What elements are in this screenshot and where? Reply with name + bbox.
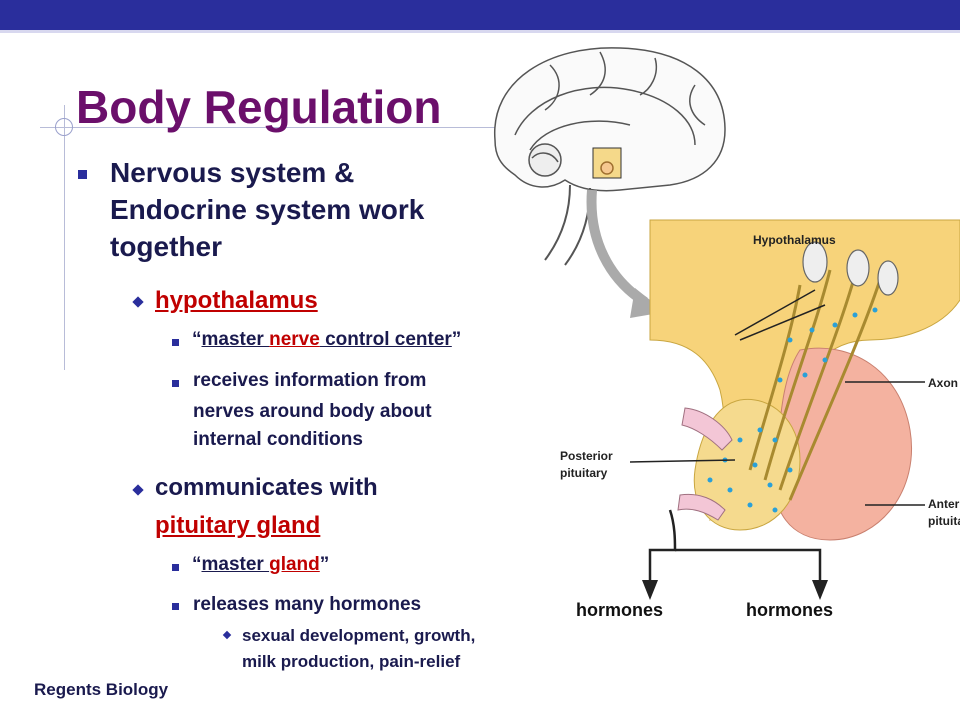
- quote-open: “: [192, 554, 202, 575]
- text-nerve: nerve: [269, 329, 320, 350]
- bullet-small-diamond: [222, 630, 232, 640]
- bullet-nervous-line3: together: [110, 231, 222, 262]
- bullet-releases: releases many hormones: [193, 594, 422, 615]
- neuron-cells: [802, 241, 899, 296]
- bullet-communicates-line1: communicates with: [155, 474, 378, 501]
- text-master: master: [201, 329, 270, 350]
- top-band: [0, 0, 960, 30]
- hormones-right-label: hormones: [746, 600, 834, 620]
- crosshair-decoration: [55, 118, 73, 136]
- quote-open: “: [192, 329, 202, 350]
- bullet-diamond: [132, 296, 144, 308]
- bullet-sexual-line2: milk production, pain-relief: [242, 652, 461, 671]
- bullet-receives-line1: receives information from: [193, 370, 427, 391]
- label-anterior-1: Anterior: [928, 497, 960, 511]
- bullet-receives-line3: internal conditions: [193, 429, 363, 450]
- text-control-center: control center: [319, 329, 452, 350]
- label-axon: Axon: [928, 376, 958, 390]
- label-hypothalamus: Hypothalamus: [753, 233, 836, 247]
- bullet-hypothalamus: hypothalamus: [155, 287, 318, 314]
- bullet-master-gland: “master gland”: [192, 552, 329, 578]
- label-anterior-2: pituitary: [928, 514, 960, 528]
- left-rule: [64, 105, 65, 370]
- bullet-small-square: [172, 380, 179, 387]
- label-leaders: [629, 289, 925, 506]
- footer-label: Regents Biology: [34, 680, 169, 699]
- pituitary-diagram: Hypothalamus Axon Posterior pituitary An…: [494, 47, 960, 600]
- text-gland: gland: [269, 554, 320, 575]
- bullet-nervous-line1: Nervous system &: [110, 157, 355, 188]
- bullet-square: [78, 170, 87, 179]
- hormones-left-label: hormones: [576, 600, 664, 620]
- blood-vessels: [677, 407, 733, 521]
- text-master: master: [201, 554, 270, 575]
- bullet-diamond: [132, 484, 144, 496]
- quote-close: ”: [319, 554, 330, 575]
- title-rule: [40, 127, 500, 128]
- top-band-line: [0, 30, 960, 33]
- bullet-small-square: [172, 339, 179, 346]
- axon-bundle: [748, 269, 882, 501]
- bullet-small-square: [172, 603, 179, 610]
- label-posterior-1: Posterior: [560, 449, 613, 463]
- bullet-sexual-line1: sexual development, growth,: [242, 626, 476, 645]
- bullet-communicates-line2: pituitary gland: [155, 512, 321, 539]
- label-posterior-2: pituitary: [560, 466, 608, 480]
- quote-close: ”: [451, 329, 462, 350]
- bullet-receives-line2: nerves around body about: [193, 401, 432, 422]
- brain-illustration: [494, 47, 726, 266]
- zoom-arrow: [586, 189, 648, 307]
- hormone-output-arrows: [648, 509, 822, 585]
- bullet-small-square: [172, 564, 179, 571]
- bullet-master-nerve: “master nerve control center”: [192, 327, 461, 353]
- slide-title: Body Regulation: [76, 81, 442, 133]
- bullet-nervous-line2: Endocrine system work: [110, 194, 425, 225]
